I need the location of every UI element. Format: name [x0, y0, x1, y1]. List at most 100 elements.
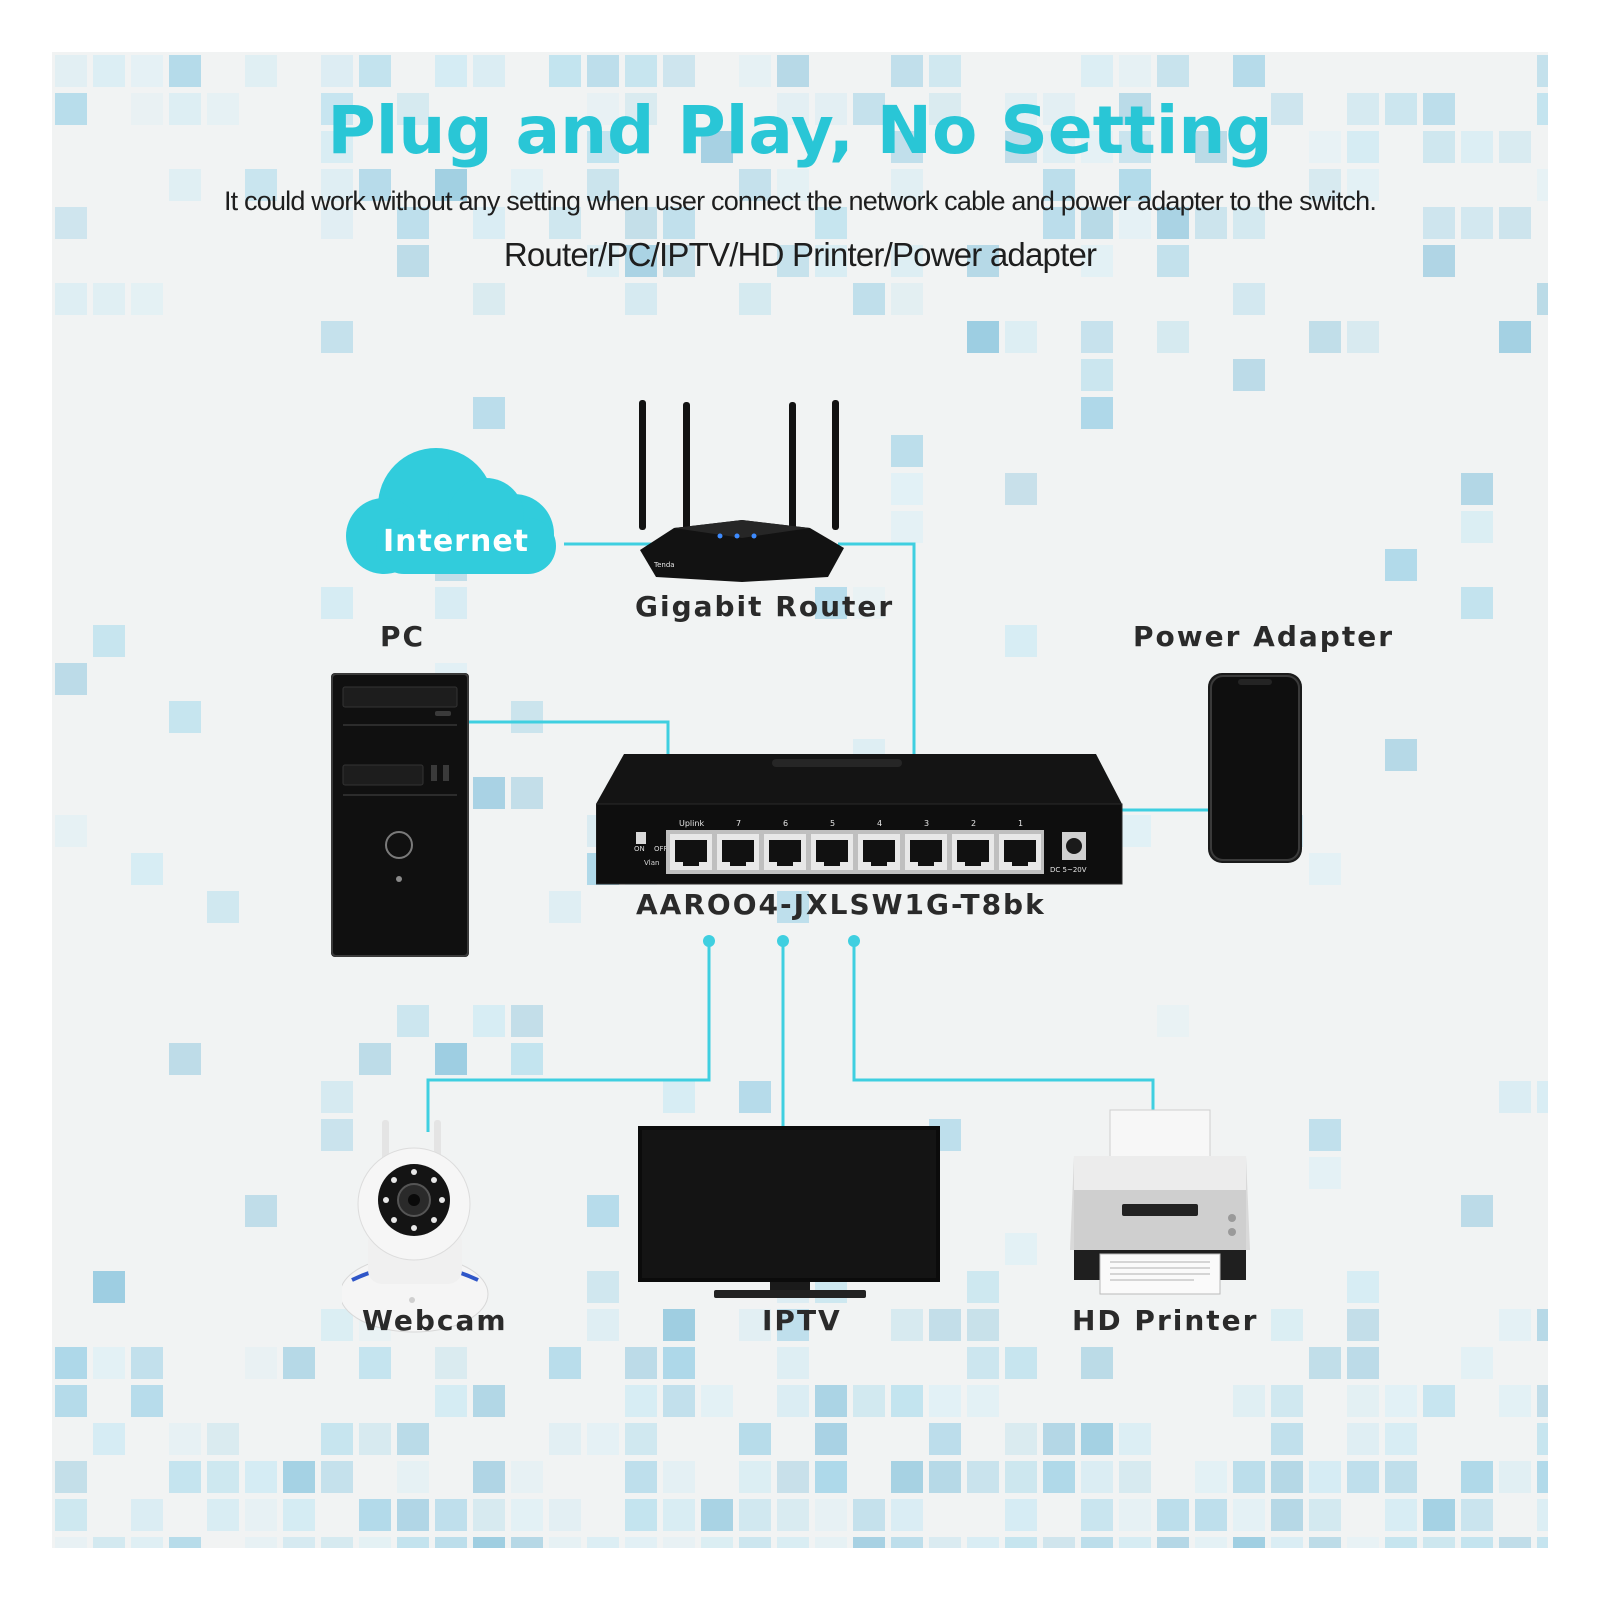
mosaic-tile: [1005, 1461, 1037, 1493]
mosaic-tile: [1233, 1385, 1265, 1417]
mosaic-tile: [1081, 1499, 1113, 1531]
mosaic-tile: [1081, 131, 1113, 163]
mosaic-tile: [435, 169, 467, 201]
mosaic-tile: [1537, 283, 1548, 315]
mosaic-tile: [625, 207, 657, 239]
mosaic-tile: [511, 701, 543, 733]
mosaic-tile: [93, 625, 125, 657]
mosaic-tile: [777, 169, 809, 201]
power-adapter-icon: [1208, 673, 1302, 863]
mosaic-tile: [397, 1499, 429, 1531]
wire-dot: [777, 935, 789, 947]
mosaic-tile: [625, 1537, 657, 1548]
mosaic-tile: [1423, 93, 1455, 125]
mosaic-tile: [169, 93, 201, 125]
mosaic-tile: [815, 245, 847, 277]
mosaic-tile: [739, 1423, 771, 1455]
mosaic-tile: [1005, 1537, 1037, 1548]
mosaic-tile: [587, 1537, 619, 1548]
mosaic-tile: [1195, 207, 1227, 239]
mosaic-tile: [321, 169, 353, 201]
mosaic-tile: [169, 55, 201, 87]
mosaic-tile: [1005, 1347, 1037, 1379]
mosaic-tile: [1271, 1537, 1303, 1548]
mosaic-tile: [1081, 321, 1113, 353]
mosaic-tile: [435, 1499, 467, 1531]
mosaic-tile: [1385, 1499, 1417, 1531]
mosaic-tile: [1195, 131, 1227, 163]
mosaic-tile: [245, 55, 277, 87]
connection-lines: [426, 542, 1212, 1132]
mosaic-tile: [321, 131, 353, 163]
mosaic-tile: [473, 777, 505, 809]
ethernet-port-socket: [816, 840, 848, 866]
mosaic-tile: [1081, 397, 1113, 429]
mosaic-tile: [663, 1385, 695, 1417]
mosaic-tile: [777, 1347, 809, 1379]
mosaic-tile: [967, 1271, 999, 1303]
mosaic-tile: [891, 1461, 923, 1493]
mosaic-tile: [701, 131, 733, 163]
mosaic-tile: [1081, 55, 1113, 87]
ethernet-port-socket: [769, 840, 801, 866]
mosaic-tile: [397, 1537, 429, 1548]
mosaic-tile: [1119, 1499, 1151, 1531]
mosaic-tile: [1005, 625, 1037, 657]
mosaic-tile: [511, 1005, 543, 1037]
mosaic-tile: [55, 663, 87, 695]
mosaic-tile: [777, 1385, 809, 1417]
mosaic-tile: [1309, 1461, 1341, 1493]
mosaic-tile: [359, 1423, 391, 1455]
mosaic-tile: [511, 777, 543, 809]
mosaic-tile: [1081, 359, 1113, 391]
mosaic-tile: [321, 321, 353, 353]
mosaic-tile: [1537, 1537, 1548, 1548]
mosaic-tile: [511, 1043, 543, 1075]
mosaic-tile: [1499, 1385, 1531, 1417]
mosaic-tile: [587, 169, 619, 201]
mosaic-tile: [891, 435, 923, 467]
mosaic-tile: [283, 1461, 315, 1493]
mosaic-tile: [321, 1309, 353, 1341]
mosaic-tile: [321, 93, 353, 125]
mosaic-tile: [815, 1461, 847, 1493]
mosaic-tile: [815, 1423, 847, 1455]
mosaic-tile: [1423, 207, 1455, 239]
mosaic-tile: [511, 1461, 543, 1493]
printer-label: HD Printer: [1072, 1304, 1259, 1337]
mosaic-tile: [815, 1385, 847, 1417]
mosaic-tile: [1385, 1461, 1417, 1493]
mosaic-tile: [359, 55, 391, 87]
wire-pc-switch: [469, 720, 670, 754]
webcam-icon: [342, 1120, 489, 1333]
mosaic-tile: [929, 1537, 961, 1548]
mosaic-tile: [663, 55, 695, 87]
mosaic-tile: [853, 1499, 885, 1531]
mosaic-tile: [1157, 1005, 1189, 1037]
mosaic-tile: [929, 1423, 961, 1455]
headline: Plug and Play, No Setting: [327, 92, 1273, 169]
device-list: Router/PC/IPTV/HD Printer/Power adapter: [503, 236, 1097, 273]
wire-printer: [852, 942, 1155, 1114]
mosaic-tile: [891, 1499, 923, 1531]
mosaic-tile: [1005, 1423, 1037, 1455]
mosaic-tile: [1081, 245, 1113, 277]
mosaic-tile: [815, 1537, 847, 1548]
mosaic-tile: [853, 283, 885, 315]
mosaic-tile: [1195, 1461, 1227, 1493]
port-label: 7: [736, 819, 741, 828]
mosaic-tile: [815, 93, 847, 125]
mosaic-tile: [1043, 1461, 1075, 1493]
mosaic-tile: [1385, 1385, 1417, 1417]
mosaic-tile: [1537, 1461, 1548, 1493]
mosaic-tile: [1499, 131, 1531, 163]
mosaic-tile: [929, 1385, 961, 1417]
mosaic-tile: [93, 55, 125, 87]
port-label: 6: [783, 819, 788, 828]
ethernet-port-socket: [863, 840, 895, 866]
mosaic-tile: [1271, 1423, 1303, 1455]
mosaic-tile: [625, 1423, 657, 1455]
mosaic-tile: [587, 93, 619, 125]
mosaic-tile: [929, 55, 961, 87]
mosaic-tile: [891, 283, 923, 315]
